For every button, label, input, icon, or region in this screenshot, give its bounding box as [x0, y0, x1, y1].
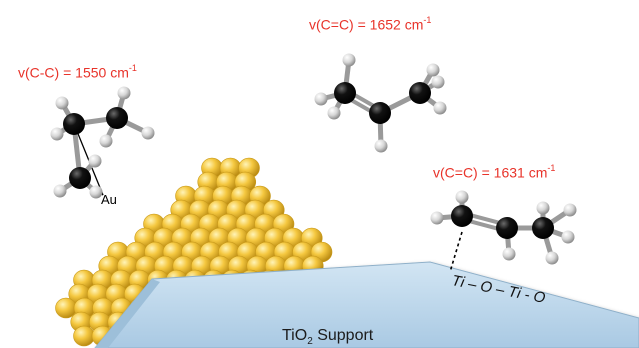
carbon-atom	[451, 205, 473, 227]
hydrogen-atom	[431, 75, 445, 89]
right-vibration-label: v(C=C) = 1631 cm-1	[433, 163, 556, 181]
support-label-main: TiO	[282, 327, 308, 344]
propene-gas-phase	[314, 53, 447, 153]
support-label-subscript: 2	[307, 336, 313, 348]
hydrogen-atom	[89, 185, 103, 199]
propene-on-gold	[50, 86, 155, 199]
hydrogen-atom	[50, 127, 64, 141]
hydrogen-atom	[374, 139, 388, 153]
hydrogen-atom	[53, 184, 67, 198]
support-label: TiO2 Support	[282, 327, 373, 347]
hydrogen-atom	[561, 230, 575, 244]
support-label-tail: Support	[312, 327, 374, 344]
tio2-support-slab	[94, 261, 639, 348]
hydrogen-atom	[563, 203, 577, 217]
top-vibration-exponent: -1	[423, 15, 432, 25]
hydrogen-atom	[536, 201, 550, 215]
carbon-atom	[106, 107, 128, 129]
gold-atom	[55, 297, 77, 319]
top-vibration-text: v(C=C) = 1652 cm	[309, 16, 424, 33]
hydrogen-atom	[327, 106, 341, 120]
carbon-atom	[532, 217, 554, 239]
right-vibration-exponent: -1	[547, 163, 556, 173]
hydrogen-atom	[342, 53, 356, 67]
left-vibration-text: v(C-C) = 1550 cm	[18, 64, 129, 81]
carbon-atom	[63, 113, 85, 135]
hydrogen-atom	[88, 154, 102, 168]
hydrogen-atom	[117, 86, 131, 100]
carbon-atom	[496, 217, 518, 239]
gold-atom	[73, 325, 95, 347]
hydrogen-atom	[455, 190, 469, 204]
right-vibration-text: v(C=C) = 1631 cm	[433, 164, 548, 181]
hydrogen-atom	[502, 247, 516, 261]
propene-on-titania	[430, 190, 577, 265]
hydrogen-atom	[545, 251, 559, 265]
hydrogen-atom	[141, 126, 155, 140]
carbon-atom	[369, 102, 391, 124]
top-vibration-label: v(C=C) = 1652 cm-1	[309, 15, 432, 33]
hydrogen-atom	[430, 211, 444, 225]
carbon-atom	[409, 82, 431, 104]
hydrogen-atom	[433, 101, 447, 115]
carbon-atom	[69, 167, 91, 189]
au-label: Au	[101, 192, 117, 207]
left-vibration-label: v(C-C) = 1550 cm-1	[18, 63, 137, 81]
carbon-atom	[334, 82, 356, 104]
hydrogen-atom	[314, 92, 328, 106]
hydrogen-atom	[55, 96, 69, 110]
left-vibration-exponent: -1	[128, 63, 137, 73]
hydrogen-atom	[426, 63, 440, 77]
adsorption-dashed-line	[449, 231, 463, 273]
hydrogen-atom	[99, 134, 113, 148]
